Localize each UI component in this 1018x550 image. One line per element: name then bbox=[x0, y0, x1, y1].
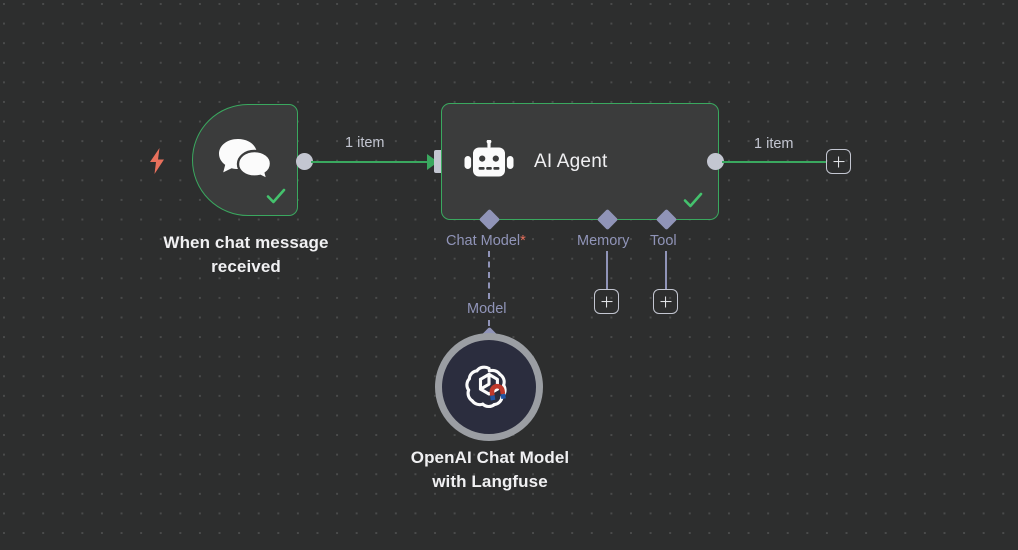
agent-output-port[interactable] bbox=[707, 153, 724, 170]
chat-bubbles-icon bbox=[217, 137, 273, 183]
required-marker: * bbox=[520, 233, 526, 249]
connection-label-chat-model: Chat Model* bbox=[446, 233, 526, 249]
connection-label-tool: Tool bbox=[650, 233, 677, 249]
magnet-icon bbox=[489, 383, 506, 401]
node-ai-agent[interactable]: AI Agent bbox=[441, 103, 719, 220]
connection-tool-line[interactable] bbox=[665, 251, 668, 290]
trigger-output-port[interactable] bbox=[296, 153, 313, 170]
node-title-trigger: When chat message received bbox=[163, 233, 329, 277]
connection-arrow-icon bbox=[427, 153, 438, 170]
node-when-chat-message-received[interactable] bbox=[192, 104, 298, 216]
connection-trigger-to-agent[interactable] bbox=[311, 160, 429, 163]
robot-icon bbox=[464, 138, 514, 184]
openai-logo-icon bbox=[464, 362, 514, 412]
add-node-button-tool[interactable] bbox=[653, 289, 678, 314]
connection-chat-model-line[interactable] bbox=[488, 251, 490, 299]
node-title-openai-chat-model: OpenAI Chat Model with Langfuse bbox=[410, 448, 570, 492]
add-node-button-main[interactable] bbox=[826, 149, 851, 174]
connection-memory-line[interactable] bbox=[606, 251, 609, 290]
check-icon bbox=[682, 189, 704, 211]
lightning-bolt-icon bbox=[147, 148, 167, 174]
node-openai-chat-model[interactable] bbox=[435, 333, 543, 441]
agent-input-port[interactable] bbox=[434, 150, 443, 173]
node-title-ai-agent: AI Agent bbox=[534, 150, 608, 172]
connection-label-trigger-to-agent: 1 item bbox=[345, 135, 385, 151]
connection-label-agent-to-next: 1 item bbox=[754, 136, 794, 152]
check-icon bbox=[265, 185, 287, 207]
add-node-button-memory[interactable] bbox=[594, 289, 619, 314]
connection-agent-to-next[interactable] bbox=[722, 160, 826, 163]
connection-sublabel-model: Model bbox=[467, 301, 507, 317]
connection-label-memory: Memory bbox=[577, 233, 630, 249]
